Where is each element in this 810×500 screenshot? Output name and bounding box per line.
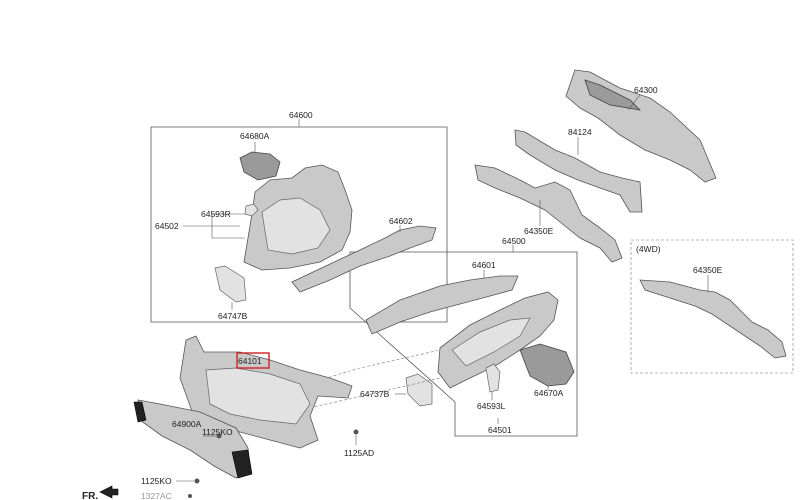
label-84124: 84124	[568, 127, 592, 137]
label-64670A: 64670A	[534, 388, 564, 398]
label-1125KO-a: 1125KO	[202, 427, 233, 437]
label-64593R: 64593R	[201, 209, 231, 219]
label-64350E-main: 64350E	[524, 226, 554, 236]
label-64737B: 64737B	[360, 389, 390, 399]
label-64593L: 64593L	[477, 401, 506, 411]
label-front: FR.	[82, 491, 98, 500]
part-64502-inner	[261, 197, 331, 255]
part-84124	[514, 129, 643, 213]
leader-64300	[627, 94, 641, 111]
label-64300: 64300	[634, 85, 658, 95]
bolt-1125KO-b	[194, 478, 200, 484]
part-64602	[291, 225, 437, 293]
part-64101-inner	[205, 367, 311, 425]
part-64300-shade	[584, 79, 642, 111]
label-4wd: (4WD)	[636, 244, 661, 254]
front-arrow-icon	[99, 485, 119, 499]
group-box-64500	[349, 251, 578, 437]
label-1125KO-b: 1125KO	[141, 476, 172, 486]
group-box-64600	[150, 126, 448, 323]
part-64680A	[239, 151, 281, 181]
part-64601	[365, 275, 519, 335]
part-64900A-end	[133, 401, 147, 423]
label-64500: 64500	[502, 236, 526, 246]
label-64747B: 64747B	[218, 311, 248, 321]
label-64680A: 64680A	[240, 131, 270, 141]
label-64600: 64600	[289, 110, 313, 120]
part-64593L	[485, 363, 501, 393]
part-64350E-4wd	[639, 279, 787, 359]
part-64593R	[244, 203, 259, 217]
label-64350E-4wd: 64350E	[693, 265, 723, 275]
highlight-64101	[236, 352, 270, 369]
label-64602: 64602	[389, 216, 413, 226]
part-64670A	[519, 343, 575, 387]
part-64737B	[405, 373, 433, 407]
group-box-4wd	[630, 239, 794, 374]
part-64900A-end-2	[231, 449, 253, 479]
label-64502: 64502	[155, 221, 179, 231]
label-1125AD: 1125AD	[344, 448, 374, 458]
part-64501-inner	[451, 317, 531, 367]
bolt-1327AC	[188, 494, 192, 498]
label-64501: 64501	[488, 425, 512, 435]
label-64601: 64601	[472, 260, 496, 270]
part-64350E-main	[474, 164, 623, 263]
label-1327AC: 1327AC	[141, 491, 172, 500]
label-64900A: 64900A	[172, 419, 202, 429]
part-64747B	[214, 265, 247, 303]
label-64101: 64101	[238, 356, 262, 366]
bolt-1125KO-a	[216, 433, 222, 439]
dashed-link-2	[299, 377, 441, 411]
bolt-1125AD	[353, 429, 359, 435]
